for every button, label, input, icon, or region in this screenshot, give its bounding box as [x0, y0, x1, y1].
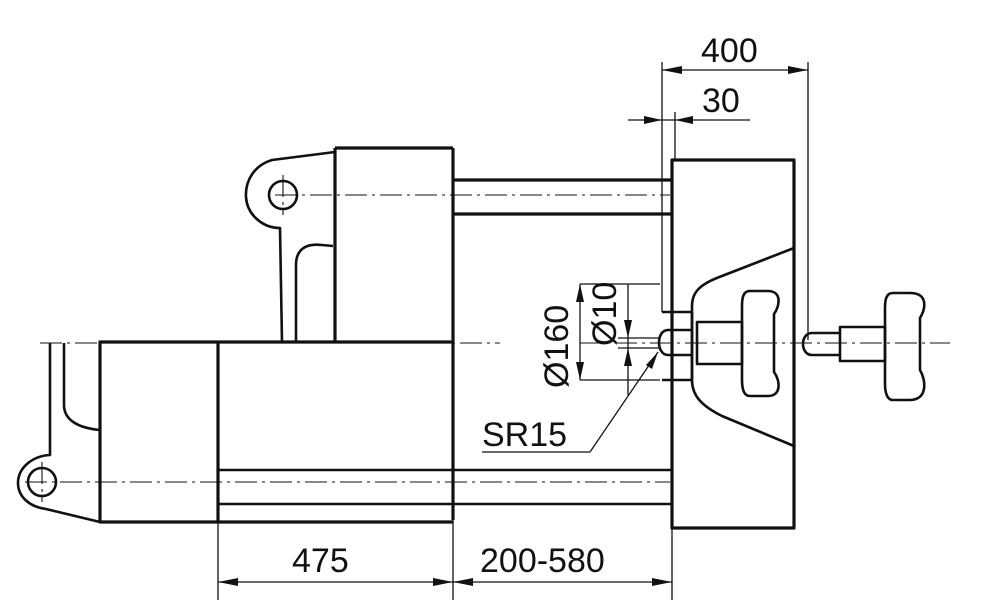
inner-handle: [695, 289, 780, 398]
upper-bracket-outline: [244, 150, 336, 343]
dim-dia160-arrow-bottom: [576, 362, 584, 380]
dim-dia160-arrow-top: [576, 284, 584, 302]
dim-range-arrow-left: [453, 578, 473, 586]
dim-range-label: 200-580: [480, 542, 605, 580]
upper-link-bracket: [244, 150, 336, 343]
lower-link-bracket: [16, 343, 101, 524]
dim-400-label: 400: [701, 32, 758, 70]
dim-30: 30: [628, 82, 750, 124]
dim-200-580: 200-580: [453, 542, 672, 586]
dim-30-arrow-right: [675, 116, 693, 124]
dim-dia10: Ø10: [586, 282, 632, 395]
housing-left-block: [98, 340, 220, 524]
dim-475-arrow-left: [218, 578, 238, 586]
dim-dia160-label: Ø160: [538, 305, 576, 388]
upper-bracket-inner-slot: [294, 243, 334, 342]
tie-rods: [218, 178, 672, 506]
dim-range-arrow-right: [652, 578, 672, 586]
dim-400-arrow-left: [662, 66, 682, 74]
lower-bracket-inner-slot: [62, 343, 101, 432]
dim-sr15-arrow: [646, 352, 658, 369]
dim-475-label: 475: [292, 542, 349, 580]
dim-475: 475: [218, 542, 453, 586]
platen-outline: [670, 158, 796, 530]
outer-handle-tip: [801, 331, 840, 357]
dim-400-arrow-right: [788, 66, 808, 74]
dim-dia10-arrow-bottom: [624, 348, 632, 366]
inner-handle-stem: [695, 320, 744, 366]
outer-handle-knob: [883, 291, 926, 402]
nozzle-body-lower: [662, 312, 694, 382]
dim-dia10-arrow-top: [624, 320, 632, 338]
barrel-housing: [98, 340, 453, 524]
dim-30-arrow-left: [644, 116, 662, 124]
nozzle: [657, 310, 694, 382]
dim-dia10-label: Ø10: [586, 282, 624, 346]
outer-handle: [801, 291, 926, 402]
dim-30-label: 30: [702, 82, 740, 120]
carriage-block: [333, 146, 455, 520]
lower-bracket-outline: [16, 343, 101, 524]
dim-sr15-leader: [589, 351, 659, 453]
platen-sprue-bushing: [690, 246, 795, 448]
dim-sr15: SR15: [482, 351, 659, 454]
outer-handle-stem: [838, 325, 887, 363]
upper-pivot-pin: [267, 179, 299, 211]
extension-lines: [217, 62, 809, 600]
nozzle-sphere-tip: [657, 328, 692, 357]
fixed-platen: [670, 158, 796, 530]
dim-sr15-label: SR15: [482, 416, 567, 454]
dim-475-arrow-right: [433, 578, 453, 586]
dim-dia160: Ø160: [538, 284, 584, 388]
dim-400: 400: [662, 32, 808, 74]
lower-pivot-pin: [26, 466, 58, 498]
inner-handle-knob: [740, 289, 780, 398]
